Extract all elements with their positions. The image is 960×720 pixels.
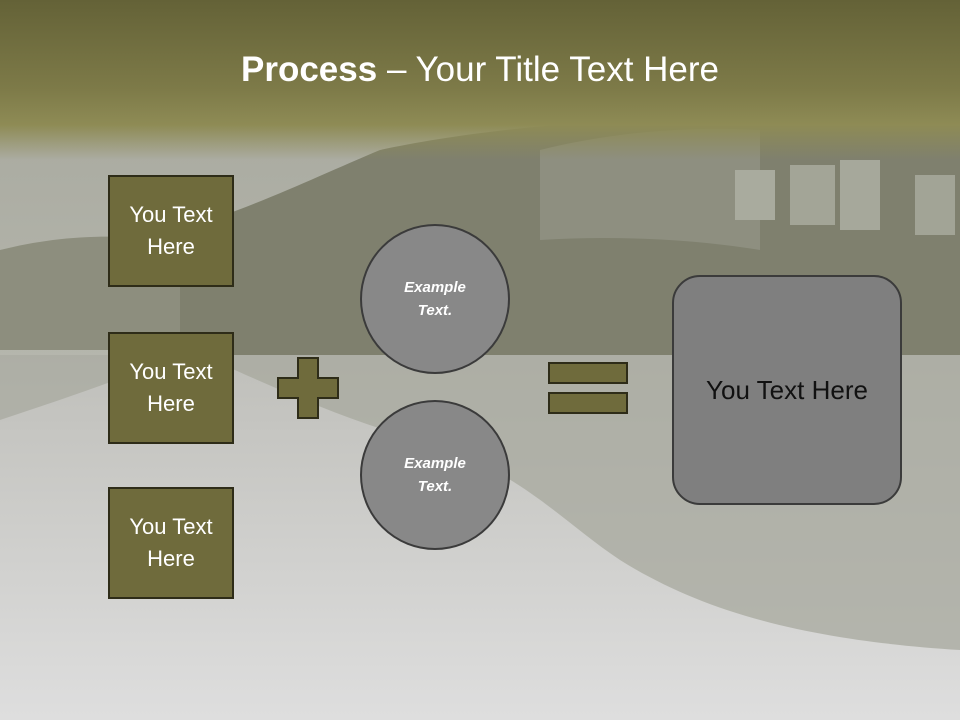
example-circle-1-label: Example Text. [404,279,466,319]
text-box-1[interactable]: You Text Here [108,175,234,287]
text-box-3[interactable]: You Text Here [108,487,234,599]
text-box-3-label: You Text Here [129,514,213,571]
example-circle-1[interactable]: Example Text. [360,224,510,374]
text-box-2[interactable]: You Text Here [108,332,234,444]
title-band [0,0,960,160]
text-box-2-label: You Text Here [129,359,213,416]
result-box-label: You Text Here [706,374,868,405]
result-box[interactable]: You Text Here [672,275,902,505]
equals-icon [548,362,628,414]
plus-icon [277,357,339,419]
title-rest: – Your Title Text Here [377,50,719,89]
page-title: Process – Your Title Text Here [0,50,960,90]
text-box-1-label: You Text Here [129,202,213,259]
title-bold: Process [241,50,378,89]
example-circle-2-label: Example Text. [404,455,466,495]
example-circle-2[interactable]: Example Text. [360,400,510,550]
